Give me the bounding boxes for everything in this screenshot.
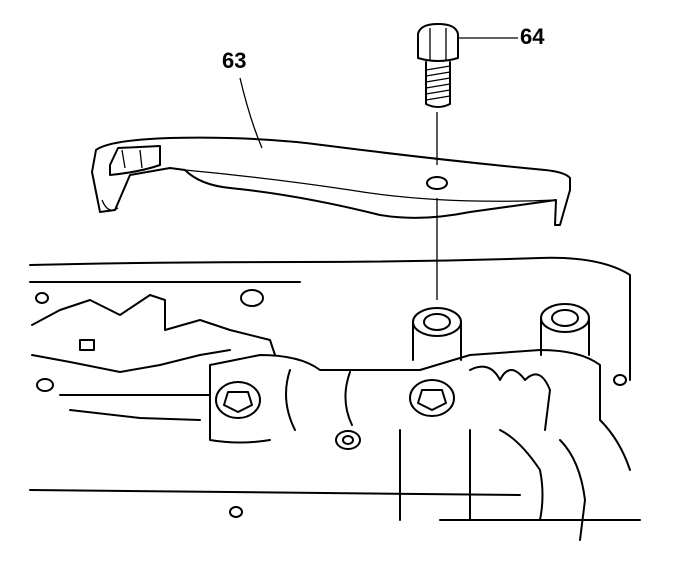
bracket (91, 136, 571, 226)
leader-63 (239, 77, 263, 149)
callout-64: 64 (520, 24, 545, 49)
valve-body-housing (29, 256, 641, 541)
callout-63: 63 (222, 48, 247, 73)
bolt (417, 23, 459, 108)
